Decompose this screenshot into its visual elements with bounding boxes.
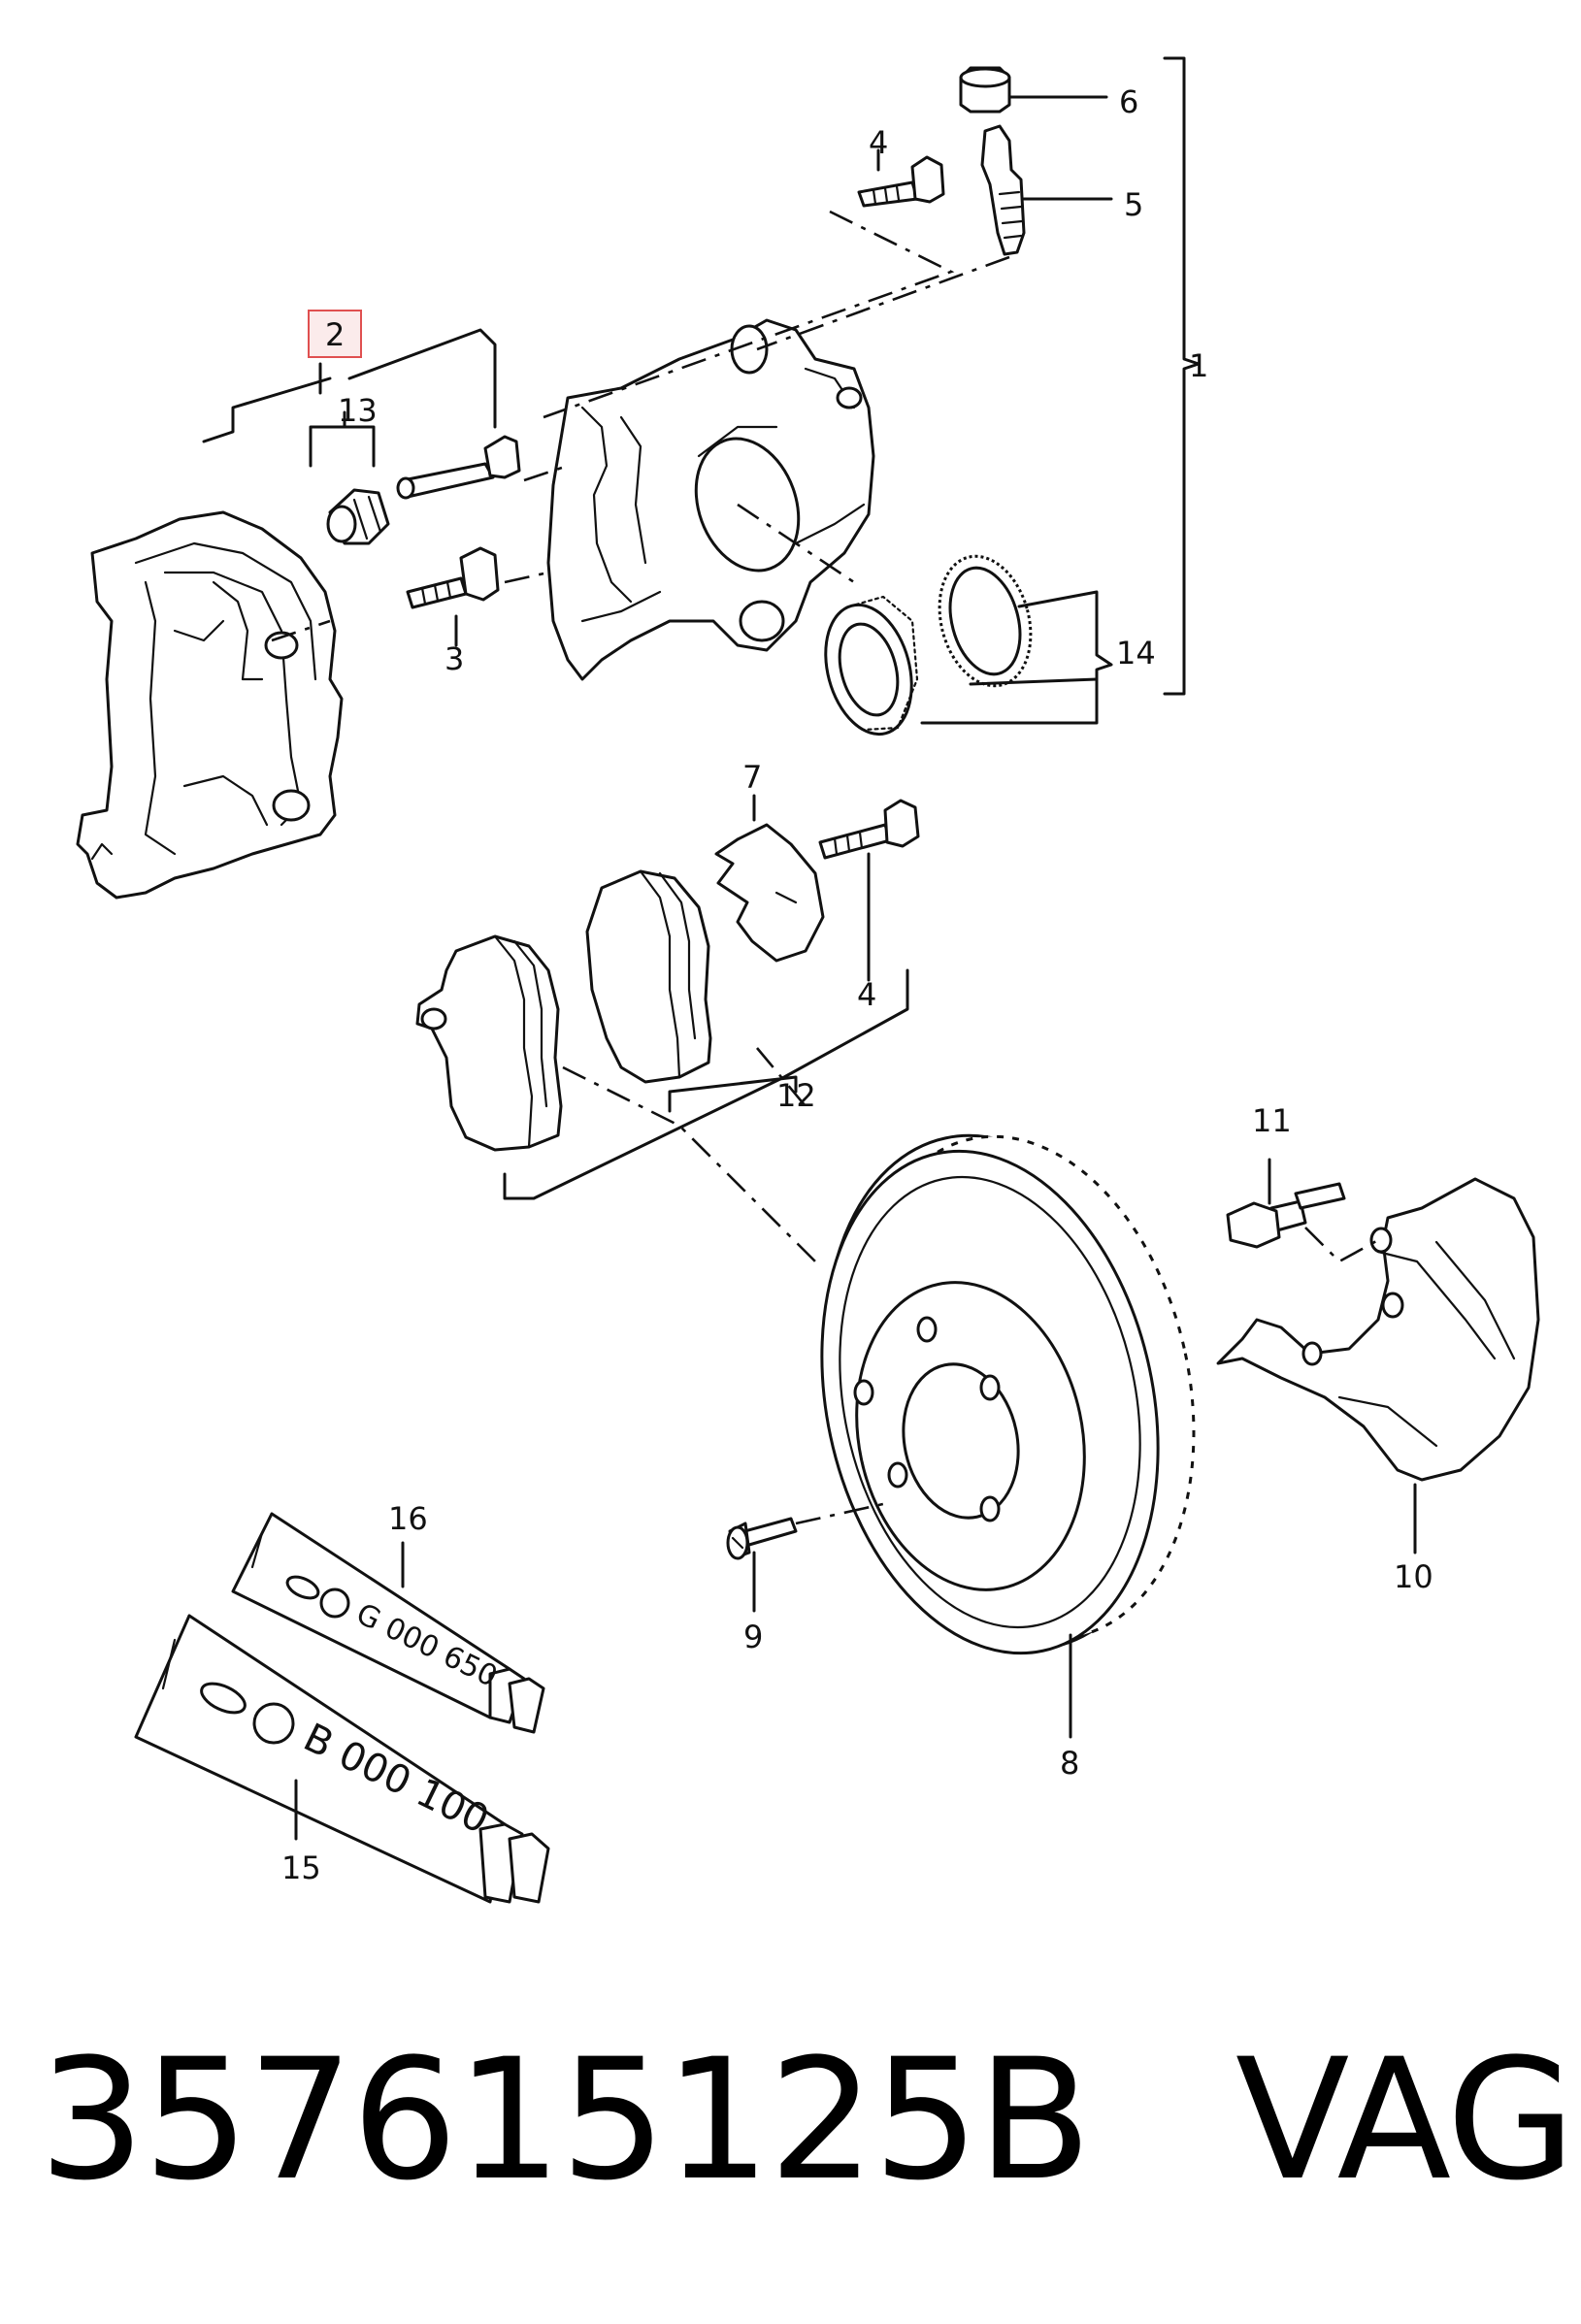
dust-cap-part-6 — [959, 66, 1011, 114]
caliper-housing — [546, 318, 875, 681]
callout-4-middle: 4 — [857, 976, 876, 1013]
callout-2: 2 — [325, 316, 345, 353]
callout-10: 10 — [1394, 1558, 1433, 1595]
callout-12: 12 — [776, 1077, 816, 1114]
bolt-part-11 — [1226, 1182, 1346, 1249]
callout-16: 16 — [388, 1500, 428, 1537]
callout-13: 13 — [338, 392, 378, 429]
brake-pad-inner — [585, 869, 712, 1084]
guide-bolt-part-4-middle — [818, 799, 920, 860]
callout-8: 8 — [1060, 1745, 1079, 1782]
callout-7: 7 — [742, 759, 762, 796]
callout-15: 15 — [281, 1849, 321, 1886]
bolt-part-3 — [406, 546, 500, 609]
bushing-part-13 — [326, 488, 390, 545]
manufacturer: VAG — [1235, 2022, 1576, 2217]
callout-14: 14 — [1116, 635, 1156, 671]
bleed-screw-part-5 — [980, 124, 1026, 256]
guide-pin — [396, 435, 521, 500]
callout-3: 3 — [445, 640, 464, 677]
highlight-box — [308, 310, 362, 358]
guide-bolt-part-4-top — [857, 155, 945, 208]
brake-pad-outer — [415, 934, 563, 1152]
callout-4-top: 4 — [869, 124, 888, 161]
callout-9: 9 — [743, 1619, 763, 1655]
caliper-carrier — [76, 510, 344, 900]
part-number: 357615125B — [39, 2022, 1092, 2217]
leader-lines — [202, 56, 1417, 1841]
callout-1: 1 — [1189, 347, 1208, 384]
splash-shield-part-10 — [1216, 1177, 1540, 1482]
disc-screw-part-9 — [726, 1517, 798, 1560]
piston-seal-part-14 — [824, 554, 1033, 736]
callout-5: 5 — [1124, 186, 1143, 223]
callout-6: 6 — [1119, 83, 1138, 120]
part-caption: 357615125B VAG — [39, 2009, 1575, 2232]
brake-disc-part-8 — [820, 1133, 1196, 1655]
callout-11: 11 — [1252, 1102, 1292, 1139]
callout-labels: 6 4 5 1 2 13 3 14 7 4 12 11 10 8 9 16 15 — [281, 83, 1433, 1886]
pad-spring-part-7 — [714, 823, 825, 963]
